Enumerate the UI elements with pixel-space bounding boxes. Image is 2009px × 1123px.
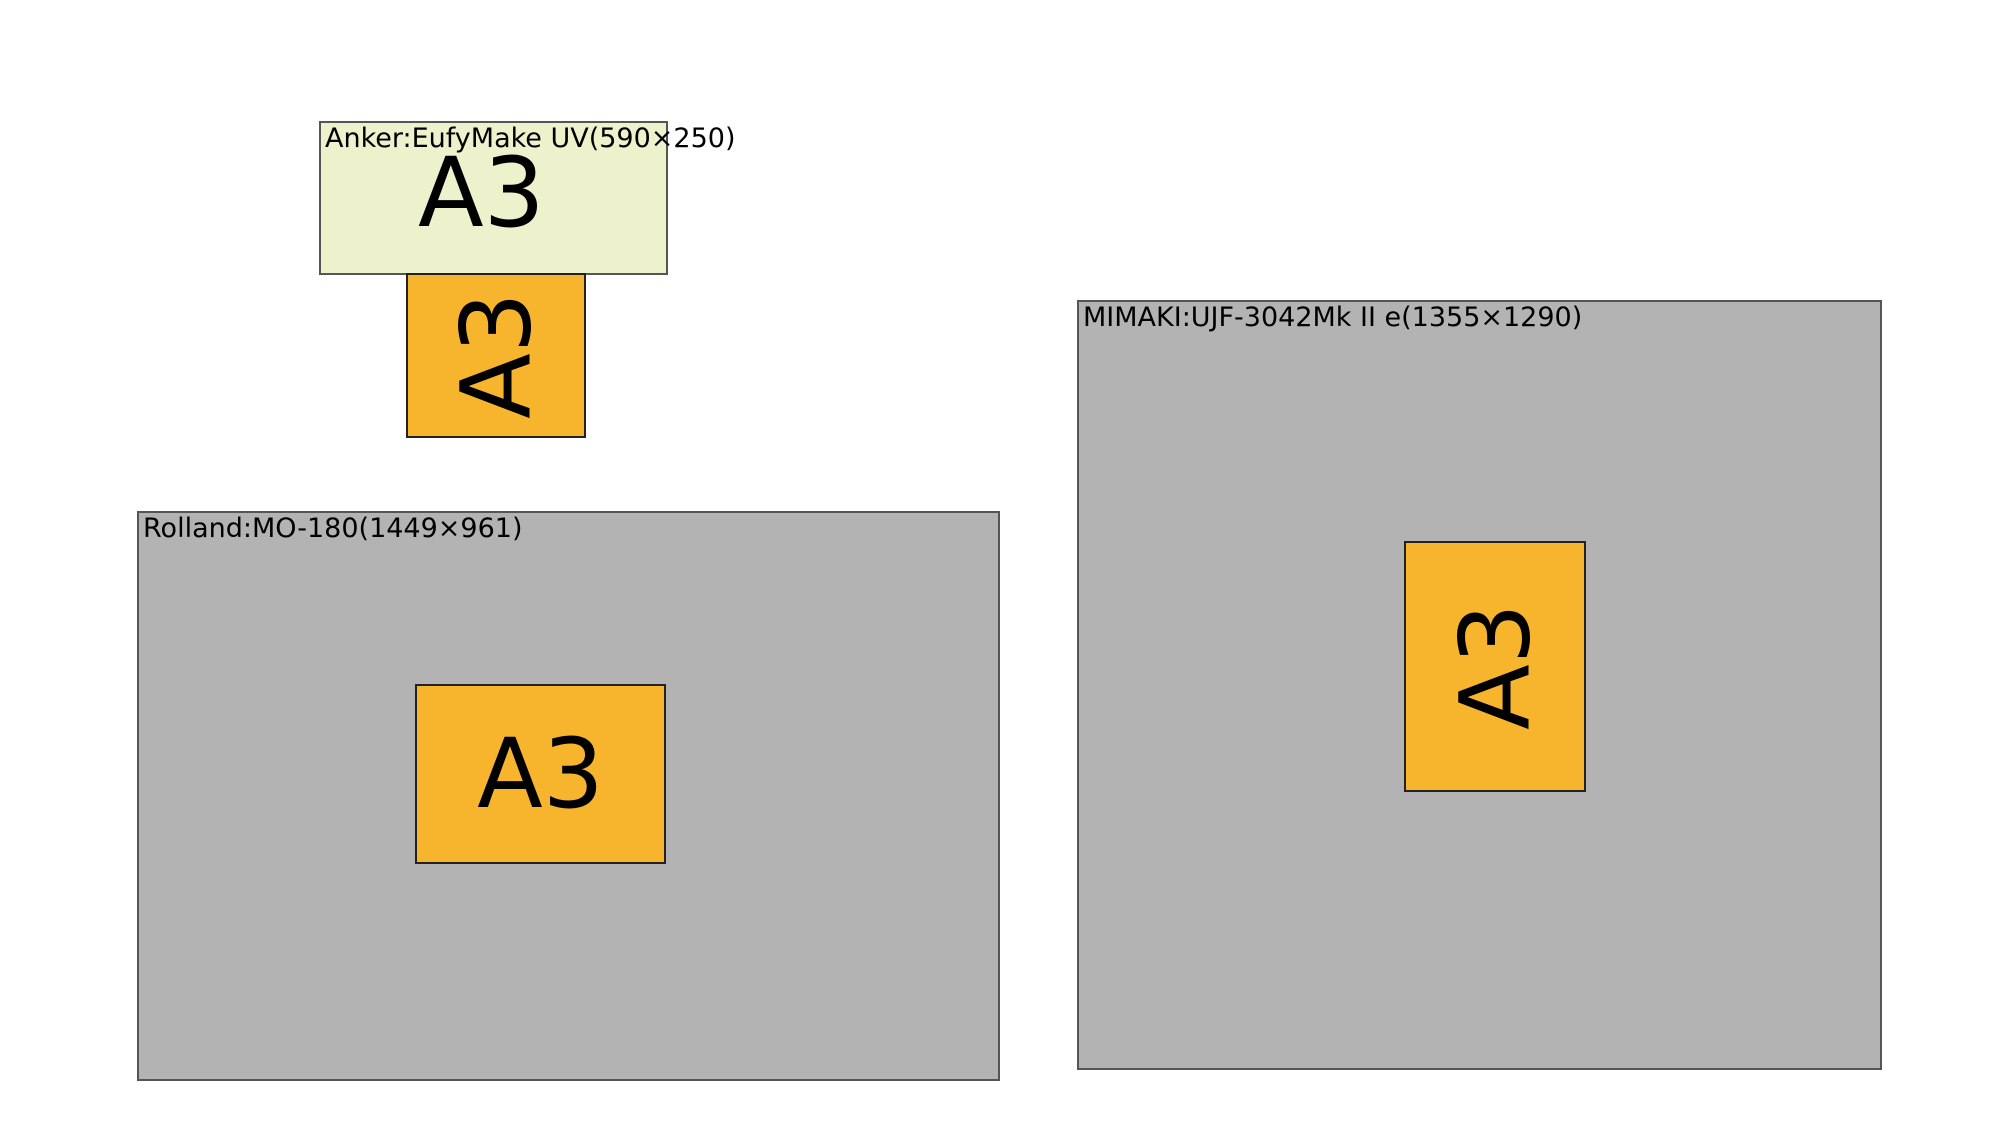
media-label-anker-bed: A3 [418,137,545,249]
printer-bed-mimaki[interactable]: MIMAKI:UJF-3042Mk II e(1355×1290) A3 [1077,300,1882,1070]
printer-bed-label-rolland: Rolland:MO-180(1449×961) [143,513,523,544]
media-label-anker: A3 [440,292,552,419]
media-a3-mimaki[interactable]: A3 [1404,541,1586,792]
printer-bed-anker[interactable]: Anker:EufyMake UV(590×250) A3 [319,121,735,275]
media-a3-rolland[interactable]: A3 [415,684,666,864]
printer-bed-label-anker: Anker:EufyMake UV(590×250) [325,123,736,154]
printer-bed-label-mimaki: MIMAKI:UJF-3042Mk II e(1355×1290) [1083,302,1583,333]
printer-bed-rolland[interactable]: Rolland:MO-180(1449×961) A3 [137,511,1000,1081]
media-a3-anker[interactable]: A3 [406,273,586,438]
media-label-mimaki: A3 [1439,603,1551,730]
media-label-rolland: A3 [477,718,604,830]
